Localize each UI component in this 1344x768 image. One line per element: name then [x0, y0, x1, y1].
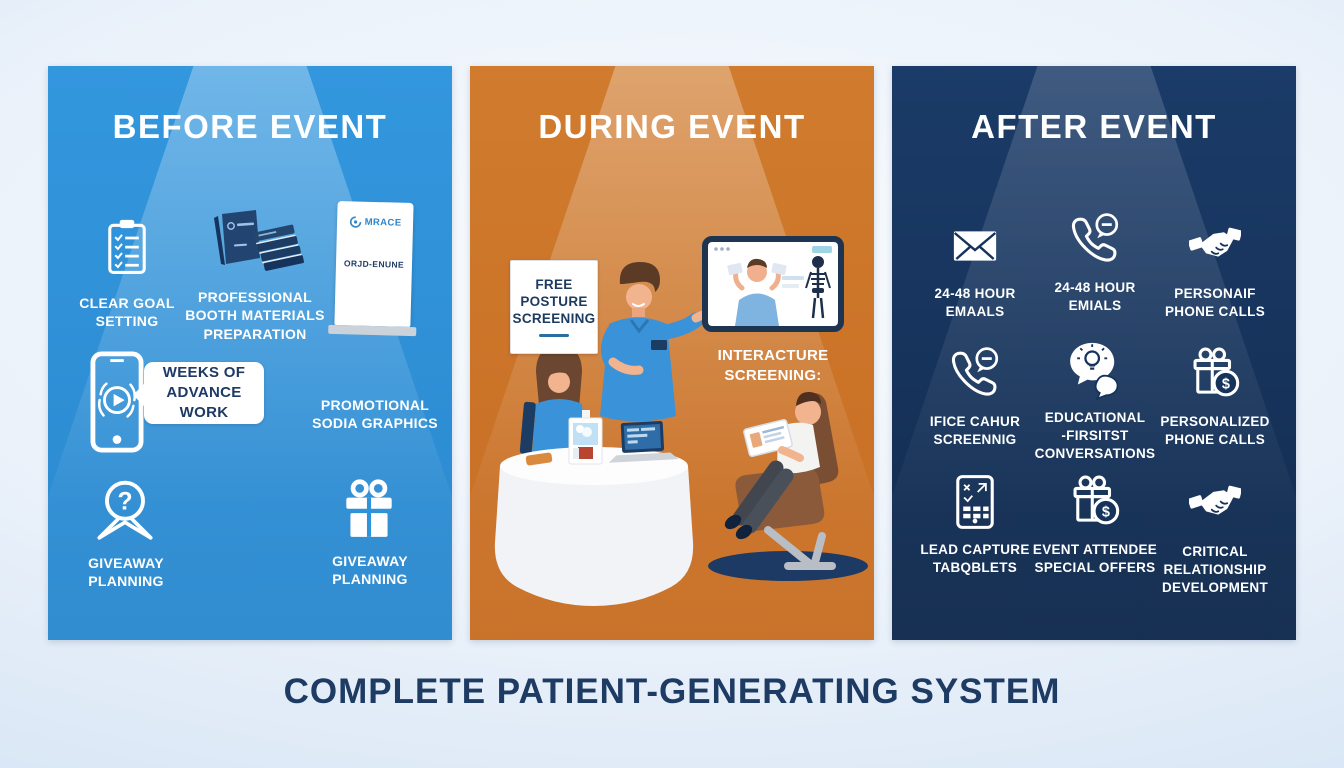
banner-logo-text: MRACE: [364, 216, 402, 229]
clipboard-icon: [98, 210, 156, 286]
svg-text:?: ?: [117, 488, 132, 515]
during-event-title: DURING EVENT: [538, 108, 806, 145]
laptop: [608, 421, 679, 463]
after-item-emails-1: 24-48 HOUR EMAALS: [895, 216, 1055, 321]
after-item-lead-capture: LEAD CAPTURE TABQBLETS: [895, 472, 1055, 577]
after-item-relationship: CRITICAL RELATIONSHIP DEVELOPMENT: [1135, 474, 1295, 596]
after-item-screening-calls: IFICE CAHUR SCREENNIG: [895, 344, 1055, 449]
lead-tablet-icon: [946, 472, 1004, 532]
clinician-figure: [600, 262, 719, 422]
phone-chat-icon: [1066, 210, 1124, 270]
clear-goal-label: CLEAR GOAL SETTING: [79, 295, 175, 330]
panel-during-event: DURING EVENT: [470, 66, 874, 640]
chat-lightbulb-icon: [1065, 340, 1125, 400]
gift-icon: [336, 476, 402, 542]
giveaway-right-label: GIVEAWAY PLANNING: [332, 553, 408, 588]
panel-before-event: BEFORE EVENT CLEAR GOAL SETTING: [48, 66, 452, 640]
promo-graphics-label: PROMOTIONAL SODIA GRAPHICS: [312, 397, 438, 432]
envelope-icon: [944, 216, 1006, 276]
page-title: COMPLETE PATIENT-GENERATING SYSTEM: [283, 672, 1061, 711]
swirl-logo-icon: [349, 216, 361, 228]
assistant-figure: [519, 346, 587, 455]
giveaway-left-label: GIVEAWAY PLANNING: [88, 555, 164, 590]
sign-underline: [539, 333, 569, 337]
table-snack: [525, 452, 553, 466]
handshake-icon: [1184, 474, 1246, 534]
after-item-special-offers: EVENT ATTENDEE SPECIAL OFFERS: [1015, 472, 1175, 577]
booth-table: [494, 410, 694, 606]
after-item-emails-2: 24-48 HOUR EMIALS: [1015, 210, 1175, 315]
after-event-title: AFTER EVENT: [971, 108, 1217, 145]
advance-work-label: WEEKS OF ADVANCE WORK: [162, 364, 246, 421]
advance-work-bubble: WEEKS OF ADVANCE WORK: [133, 362, 264, 424]
brochure-stand: [568, 410, 603, 465]
handshake-icon: [1184, 216, 1246, 276]
skeleton-figure: [805, 256, 831, 319]
booth-materials-label: PROFESSIONAL BOOTH MATERIALS PREPARATION: [185, 289, 325, 342]
posture-sign-text: FREE POSTURE SCREENING: [512, 277, 596, 326]
patient-recliner: [708, 391, 868, 581]
question-ball-icon: ?: [92, 474, 158, 546]
demo-screen: [702, 236, 844, 332]
posture-screening-sign: FREE POSTURE SCREENING: [510, 260, 598, 354]
gift-dollar-icon: [1066, 472, 1124, 532]
after-item-personal-calls: PERSONAIF PHONE CALLS: [1135, 216, 1295, 321]
after-item-educational: EDUCATIONAL -FIRSITST CONVERSATIONS: [1015, 340, 1175, 462]
rollup-banner: MRACE ORJD-ENUNE: [334, 201, 414, 327]
after-item-personalized-calls: PERSONALIZED PHONE CALLS: [1135, 344, 1295, 449]
banner-subtext: ORJD-ENUNE: [343, 258, 405, 270]
panel-after-event: AFTER EVENT 24-48 HOUR EMAALS 24-48 HOUR…: [892, 66, 1296, 640]
brochures-icon: [204, 208, 304, 282]
booth-scene-illustration: [494, 262, 868, 606]
phone-chat-icon: [946, 344, 1004, 404]
gift-dollar-icon: [1186, 344, 1244, 404]
interactive-screening-label: INTERACTURE SCREENING:: [717, 347, 829, 384]
demo-screen-content: [714, 246, 832, 326]
before-event-title: BEFORE EVENT: [112, 108, 388, 145]
